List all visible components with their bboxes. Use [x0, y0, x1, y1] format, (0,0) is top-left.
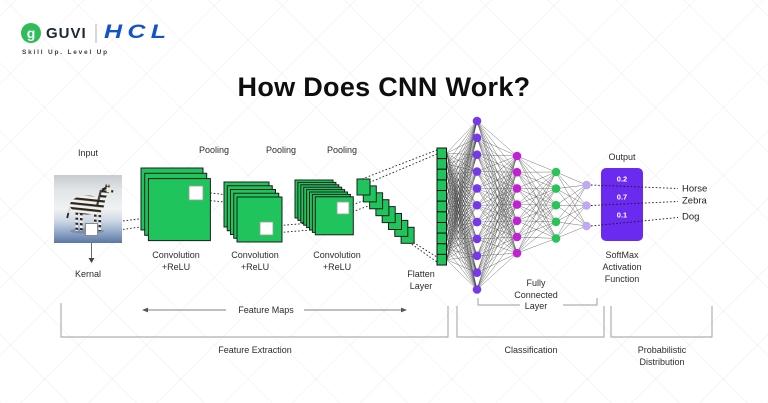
conv-relu-label-1: Convolution+ReLU: [152, 250, 200, 272]
node-layer-dense-2: [512, 151, 522, 258]
node-layer-dense-3: [551, 167, 561, 243]
brand-logo: g GUVI HCL Skill Up. Level Up: [21, 22, 166, 56]
feature-extraction-label: Feature Extraction: [218, 345, 292, 355]
pooling-label-1: Pooling: [198, 145, 230, 155]
hcl-wordmark: HCL: [103, 22, 172, 43]
page-title: How Does CNN Work?: [237, 72, 531, 102]
network-edges: [446, 120, 587, 290]
softmax-output-box: 0.2 0.7 0.1: [601, 168, 643, 241]
output-label: Output: [608, 152, 636, 162]
softmax-value-zebra: 0.7: [616, 192, 628, 201]
pooling-label-3: Pooling: [326, 145, 358, 155]
class-label-horse: Horse: [682, 183, 708, 195]
conv-stack-3: [294, 179, 354, 236]
conv-relu-label-3: Convolution+ReLU: [313, 250, 361, 272]
logo-divider: [94, 23, 97, 43]
classification-label: Classification: [504, 345, 558, 355]
conv-stack-1: [140, 167, 211, 242]
guvi-logo-icon: g: [21, 23, 41, 43]
pooled-maps-cascade: [356, 178, 415, 244]
feature-maps-arrow: [142, 307, 407, 313]
softmax-value-dog: 0.1: [616, 210, 628, 219]
guvi-wordmark: GUVI: [46, 24, 87, 42]
section-brackets: [60, 298, 713, 338]
softmax-value-horse: 0.2: [616, 174, 628, 183]
logo-tagline: Skill Up. Level Up: [22, 49, 109, 56]
class-label-zebra: Zebra: [682, 195, 707, 207]
input-label: Input: [77, 148, 99, 158]
node-layer-dense-1: [472, 116, 482, 294]
feature-maps-label: Feature Maps: [238, 305, 294, 315]
guvi-g-glyph: g: [26, 25, 36, 41]
conv-stack-2: [223, 181, 283, 243]
kernel-square: [85, 223, 98, 236]
node-layer-pre-output: [582, 180, 591, 231]
pooling-label-2: Pooling: [265, 145, 297, 155]
class-label-dog: Dog: [682, 211, 700, 223]
flatten-layer: [436, 147, 447, 266]
conv-relu-label-2: Convolution+ReLU: [231, 250, 279, 272]
kernal-label: Kernal: [74, 269, 102, 279]
